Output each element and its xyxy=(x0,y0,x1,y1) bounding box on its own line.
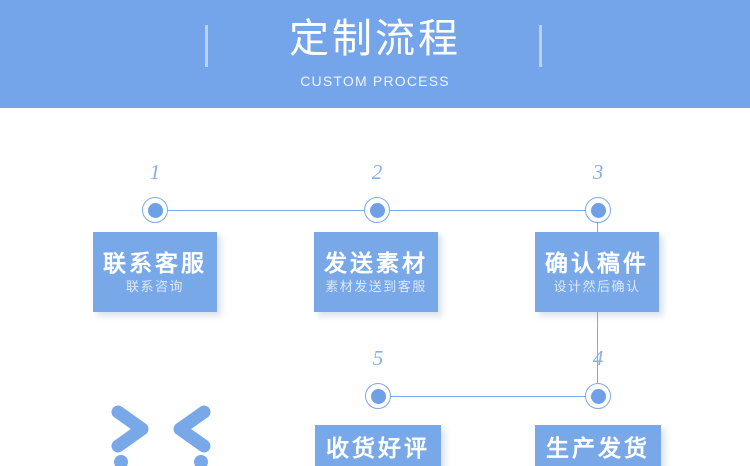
step-title-1: 联系客服 xyxy=(103,250,207,276)
step-number-3: 3 xyxy=(592,160,604,184)
step-card-3[interactable]: 确认稿件 设计然后确认 xyxy=(535,232,659,312)
connector-step1-step2 xyxy=(166,210,376,211)
step-card-1[interactable]: 联系客服 联系咨询 xyxy=(93,232,217,312)
page-header: 定制流程 CUSTOM PROCESS xyxy=(0,0,750,108)
connector-step2-step3 xyxy=(388,210,598,211)
connector-step4-step5 xyxy=(378,396,598,397)
step-number-1: 1 xyxy=(149,160,161,184)
step-card-4[interactable]: 生产发货 xyxy=(535,425,661,466)
step-marker-5 xyxy=(365,383,391,409)
step-number-2: 2 xyxy=(371,160,383,184)
step-marker-1 xyxy=(142,197,168,223)
header-divider-right xyxy=(539,25,542,67)
step-subtitle-2: 素材发送到客服 xyxy=(325,279,427,294)
step-card-2[interactable]: 发送素材 素材发送到客服 xyxy=(314,232,438,312)
step-marker-3 xyxy=(585,197,611,223)
step-number-4: 4 xyxy=(592,346,604,370)
step-title-5: 收货好评 xyxy=(326,435,430,461)
step-subtitle-1: 联系咨询 xyxy=(125,279,184,294)
page-subtitle: CUSTOM PROCESS xyxy=(300,73,450,89)
step-number-5: 5 xyxy=(372,346,384,370)
double-chevron-ornament-icon xyxy=(104,400,224,466)
step-marker-4 xyxy=(585,383,611,409)
process-flow: 1 联系客服 联系咨询 2 发送素材 素材发送到客服 3 确认稿件 设计然后确认… xyxy=(0,108,750,466)
step-title-4: 生产发货 xyxy=(546,435,650,461)
step-card-5[interactable]: 收货好评 xyxy=(315,425,441,466)
header-divider-left xyxy=(205,25,208,67)
step-title-3: 确认稿件 xyxy=(545,250,649,276)
page-title: 定制流程 xyxy=(289,17,461,61)
step-title-2: 发送素材 xyxy=(324,250,428,276)
step-subtitle-3: 设计然后确认 xyxy=(553,279,641,294)
step-marker-2 xyxy=(364,197,390,223)
